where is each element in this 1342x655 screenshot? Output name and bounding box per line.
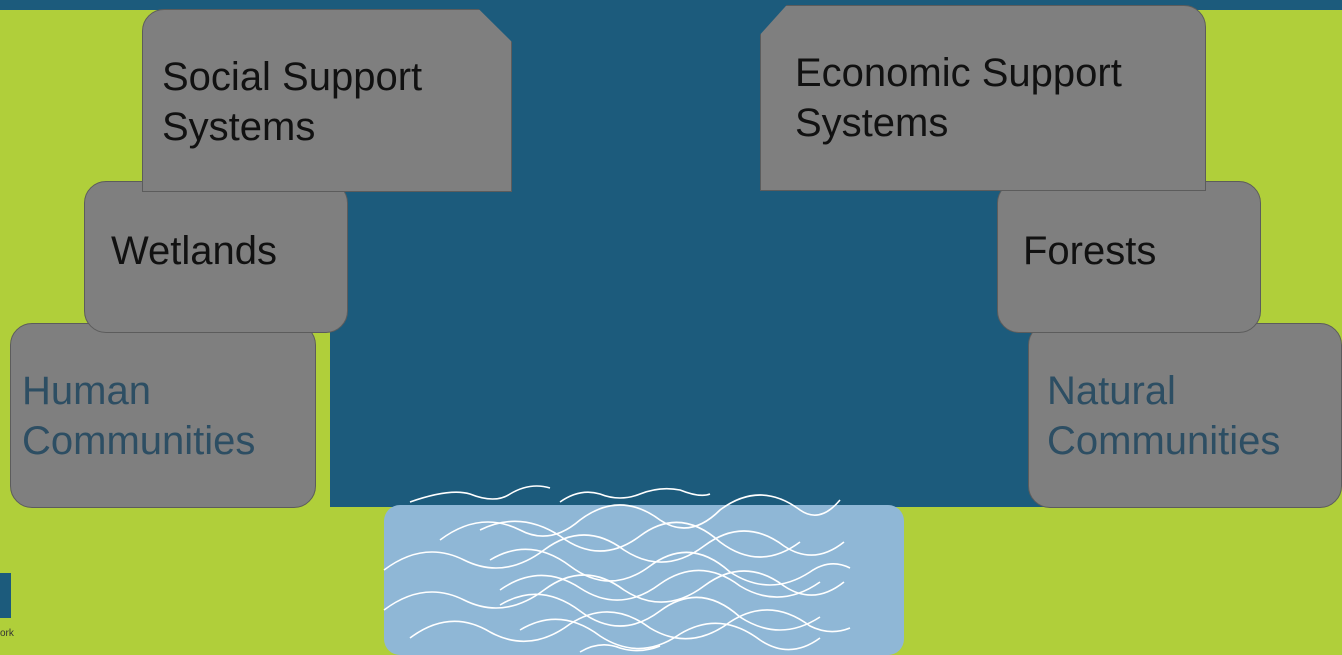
economic-support-label: Economic Support Systems	[795, 51, 1122, 145]
wetlands-block	[84, 181, 348, 333]
water-body	[384, 505, 904, 655]
forests-block	[997, 181, 1261, 333]
logo-text: ork	[0, 628, 14, 639]
waves-icon	[383, 485, 851, 653]
human-communities-block	[10, 323, 316, 508]
wetlands-label: Wetlands	[111, 229, 278, 273]
human-communities-label: Human Communities	[22, 369, 256, 463]
social-support-block	[142, 9, 512, 192]
natural-communities-label: Natural Communities	[1047, 369, 1281, 463]
natural-communities-block	[1028, 323, 1342, 508]
forests-label: Forests	[1023, 229, 1157, 273]
social-support-label: Social Support Systems	[162, 55, 423, 149]
logo-mark	[0, 573, 11, 618]
economic-support-block	[760, 5, 1206, 191]
